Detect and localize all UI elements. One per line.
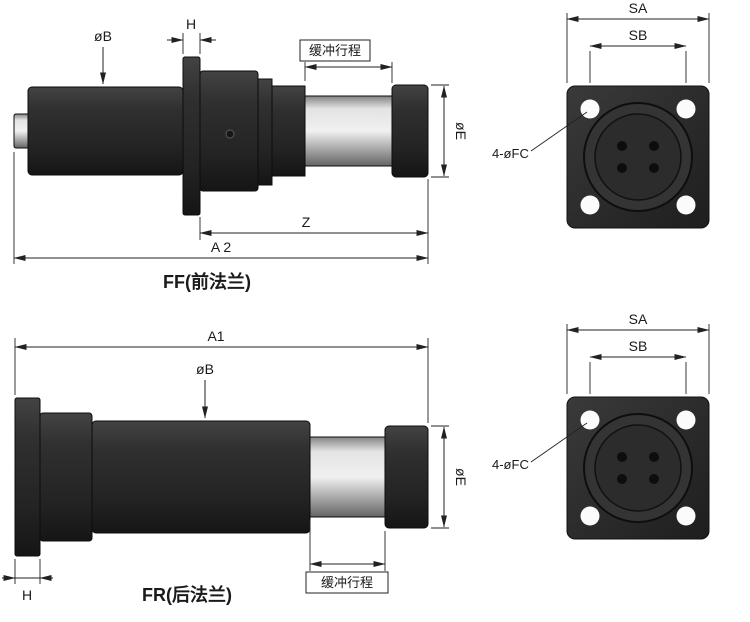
ff-bolt-hole — [676, 99, 696, 119]
fr-rod-hole-dot — [617, 452, 627, 462]
fr-sa-label: SA — [629, 311, 648, 327]
ff-h-label: H — [186, 16, 196, 32]
ff-face-view: SA SB 4-øFC — [492, 0, 710, 229]
fr-face-view: SA SB 4-øFC — [492, 311, 710, 540]
fr-piston-rod — [309, 436, 386, 518]
fr-h-label: H — [22, 587, 32, 603]
fr-body-cylinder — [91, 420, 311, 534]
ff-buffer-stroke-label: 缓冲行程 — [309, 43, 361, 58]
ff-rod-hole-dot — [617, 163, 627, 173]
ff-piston-rod — [304, 95, 393, 167]
ff-bolt-hole — [580, 195, 600, 215]
ff-side-view: øB H 缓冲行程 øE Z A 2 FF(前法兰) — [13, 16, 469, 292]
fr-fc-leader-line — [530, 422, 588, 463]
fr-bolt-hole — [580, 506, 600, 526]
ff-buffer-stroke-box — [299, 39, 371, 62]
ff-end-stop — [391, 84, 429, 178]
ff-a2-label: A 2 — [211, 239, 231, 255]
ff-neck — [271, 85, 306, 177]
fr-side-view: A1 øB øE 缓冲行程 H FR(后法兰) — [2, 328, 469, 605]
fr-caption: FR(后法兰) — [142, 584, 232, 605]
fr-bolt-hole — [676, 506, 696, 526]
ff-caption: FF(前法兰) — [163, 271, 251, 292]
fr-rod-hole-dot — [649, 452, 659, 462]
fr-bolt-hole — [580, 410, 600, 430]
fr-fc-label: 4-øFC — [492, 457, 529, 472]
fr-rod-hole-dot — [649, 474, 659, 484]
ff-rod-hole-dot — [649, 141, 659, 151]
fr-diameter-b-label: øB — [196, 361, 214, 377]
ff-sb-label: SB — [629, 27, 648, 43]
fr-end-stop — [384, 425, 429, 529]
ff-bolt-hole — [676, 195, 696, 215]
ff-rod-hole-dot — [617, 141, 627, 151]
ff-rod-hole-dot — [649, 163, 659, 173]
ff-diameter-e-label: øE — [453, 122, 469, 140]
fr-buffer-stroke-box — [305, 571, 389, 594]
ff-port-hole — [225, 129, 235, 139]
ff-bolt-hole — [580, 99, 600, 119]
fr-sb-label: SB — [629, 338, 648, 354]
ff-bore-inner-circle — [594, 113, 682, 201]
fr-diameter-e-label: øE — [453, 468, 469, 486]
fr-bolt-hole — [676, 410, 696, 430]
ff-body-cylinder — [27, 86, 184, 176]
ff-fc-leader-line — [530, 111, 588, 152]
fr-a1-label: A1 — [207, 328, 224, 344]
ff-diameter-b-label: øB — [94, 28, 112, 44]
fr-flange-plate — [14, 397, 41, 557]
fr-buffer-stroke-label: 缓冲行程 — [321, 575, 373, 590]
fr-rear-collar — [39, 412, 93, 542]
ff-sa-label: SA — [629, 0, 648, 16]
fr-rod-hole-dot — [617, 474, 627, 484]
ff-z-label: Z — [302, 214, 311, 230]
ff-fc-label: 4-øFC — [492, 146, 529, 161]
ff-step-ring — [257, 78, 273, 186]
fr-bore-inner-circle — [594, 424, 682, 512]
ff-flange-plate — [182, 56, 201, 216]
